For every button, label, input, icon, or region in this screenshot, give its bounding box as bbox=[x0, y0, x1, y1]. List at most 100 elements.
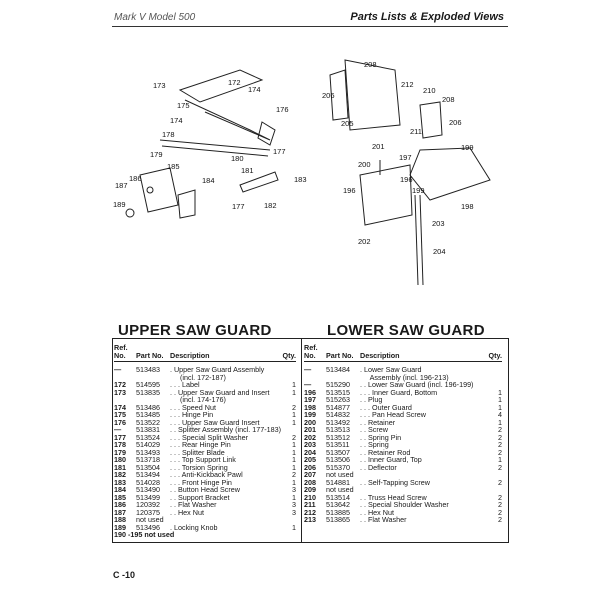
ref-no: 174 bbox=[114, 402, 126, 412]
callout-number: 174 bbox=[170, 116, 183, 125]
description: . . Deflector bbox=[360, 462, 397, 472]
description: . Locking Knob bbox=[170, 522, 218, 532]
qty: 2 bbox=[292, 470, 296, 479]
qty: 1 bbox=[498, 395, 502, 404]
description: . . Special Shoulder Washer bbox=[360, 500, 449, 509]
description: . . . Outer Guard bbox=[360, 402, 412, 412]
qty: 1 bbox=[498, 402, 502, 412]
table-row: —515290. . Lower Saw Guard (incl. 196-19… bbox=[304, 381, 502, 389]
description: . . . Anti-Kickback Pawl bbox=[170, 470, 243, 479]
ref-no: 206 bbox=[304, 462, 316, 472]
part-no: 515290 bbox=[326, 380, 350, 389]
part-no: 513835 bbox=[136, 387, 160, 397]
part-no: 513492 bbox=[326, 417, 350, 427]
callout-number: 212 bbox=[401, 80, 414, 89]
table-row: —513483. Upper Saw Guard Assembly bbox=[114, 366, 296, 374]
section-title: Parts Lists & Exploded Views bbox=[350, 11, 504, 23]
description: . . Self-Tapping Screw bbox=[360, 477, 430, 487]
part-no: 513506 bbox=[326, 455, 350, 464]
part-no: 513499 bbox=[136, 492, 160, 502]
qty: 1 bbox=[292, 417, 296, 427]
upper-guard-part bbox=[178, 69, 264, 103]
callout-number: 174 bbox=[248, 85, 261, 94]
callout-number: 189 bbox=[113, 200, 126, 209]
part-no: 513514 bbox=[326, 492, 350, 502]
ref-no: 205 bbox=[304, 455, 316, 464]
qty: 2 bbox=[498, 515, 502, 524]
callout-number: 182 bbox=[264, 201, 277, 210]
callout-number: 205 bbox=[341, 119, 354, 128]
ref-no: 188 bbox=[114, 515, 126, 524]
description: . . Button Head Screw bbox=[170, 485, 240, 494]
description: . . Spring bbox=[360, 440, 389, 449]
part-no: 513504 bbox=[136, 462, 160, 472]
ref-no: 207 bbox=[304, 470, 316, 479]
part-no: 515370 bbox=[326, 462, 350, 472]
part-no: 513507 bbox=[326, 447, 350, 457]
lower-guard-bottom-part bbox=[359, 164, 413, 226]
ref-no: 177 bbox=[114, 432, 126, 442]
header-rule bbox=[112, 26, 508, 27]
part-no: 514028 bbox=[136, 477, 160, 487]
ref-no: 187 bbox=[114, 507, 126, 517]
table-row: 213 513865 . . Flat Washer 2 bbox=[304, 516, 502, 524]
desc-header: Description bbox=[170, 350, 210, 360]
parts-table-frame bbox=[112, 338, 509, 543]
manual-title: Mark V Model 500 bbox=[114, 12, 196, 23]
ref-no: 186 bbox=[114, 500, 126, 509]
ref-no: 213 bbox=[304, 515, 316, 524]
ref-no: 210 bbox=[304, 492, 316, 502]
part-no: 513865 bbox=[326, 515, 350, 524]
description: . . Plug bbox=[360, 395, 383, 404]
qty: 1 bbox=[292, 522, 296, 532]
callout-number: 185 bbox=[167, 162, 180, 171]
part-header: Part No. bbox=[136, 350, 164, 360]
ref-no: — bbox=[304, 380, 312, 389]
ref-no: 202 bbox=[304, 432, 316, 442]
part-no: 513490 bbox=[136, 485, 160, 494]
part-no: 513496 bbox=[136, 522, 160, 532]
description: . . Flat Washer bbox=[360, 515, 407, 524]
part-no: 514832 bbox=[326, 410, 350, 419]
qty: 2 bbox=[292, 402, 296, 412]
description: . . . Pan Head Screw bbox=[360, 410, 426, 419]
description: . . Hex Nut bbox=[360, 507, 394, 517]
qty: 1 bbox=[292, 440, 296, 449]
page-number: C -10 bbox=[113, 570, 136, 580]
ref-no: 181 bbox=[114, 462, 126, 472]
part-no: 514877 bbox=[326, 402, 350, 412]
qty bbox=[282, 531, 296, 539]
callout-number: 208 bbox=[442, 95, 455, 104]
qty: 3 bbox=[292, 485, 296, 494]
part-no: not used bbox=[136, 515, 164, 524]
table-row: (incl. 174-176) bbox=[114, 396, 296, 404]
description: . . Hex Nut bbox=[170, 507, 204, 517]
description: . . Support Bracket bbox=[170, 492, 230, 502]
part-no: 513524 bbox=[136, 432, 160, 442]
qty: 1 bbox=[292, 462, 296, 472]
part-no: 515263 bbox=[326, 395, 350, 404]
callout-number: 196 bbox=[400, 175, 413, 184]
description: . . . Upper Saw Guard Insert bbox=[170, 417, 260, 427]
qty bbox=[488, 374, 502, 382]
description: . . Retainer bbox=[360, 417, 396, 427]
